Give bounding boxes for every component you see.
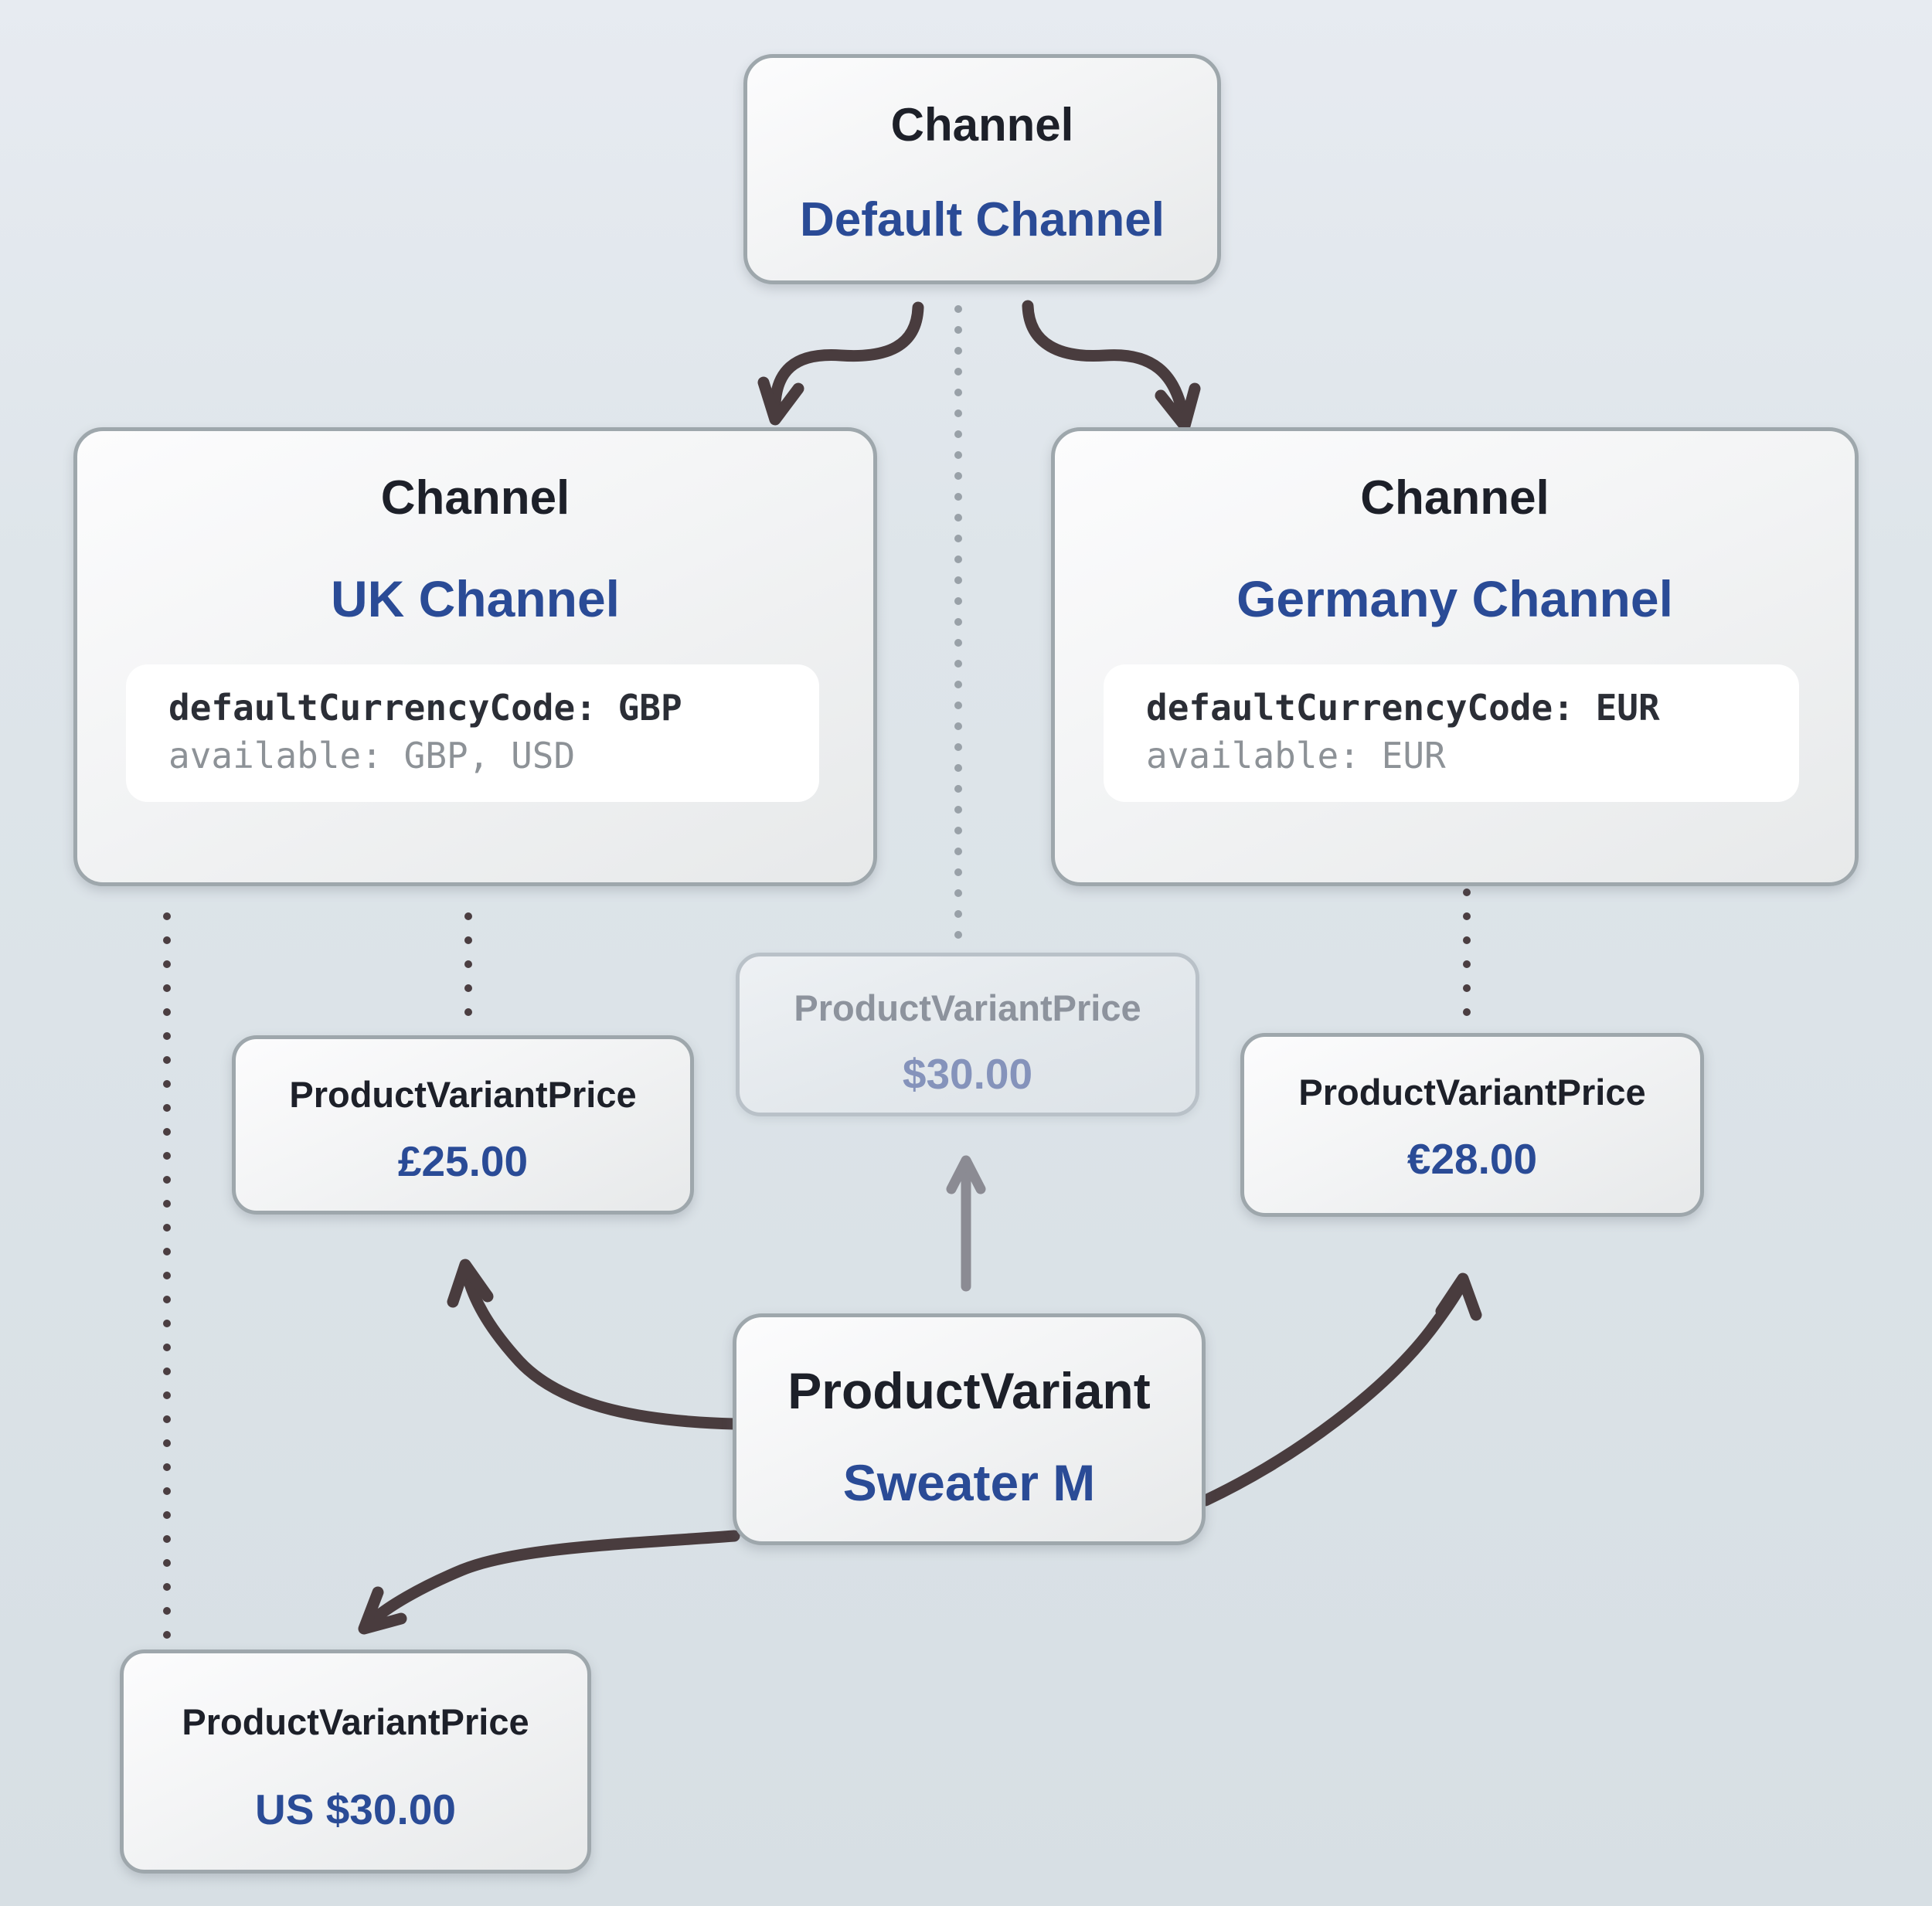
price-value: €28.00	[1406, 1135, 1538, 1183]
arrow-variant-to-us-price	[358, 1530, 740, 1635]
node-type-label: ProductVariantPrice	[182, 1701, 529, 1742]
node-name: Germany Channel	[1236, 570, 1673, 627]
arrow-variant-to-uk-price	[447, 1259, 740, 1430]
node-default-channel: Channel Default Channel	[743, 54, 1221, 284]
node-type-label: ProductVariant	[787, 1362, 1151, 1419]
node-name: UK Channel	[330, 570, 621, 627]
code-default-currency: defaultCurrencyCode: EUR	[1146, 687, 1660, 729]
node-name: Sweater M	[842, 1454, 1096, 1511]
price-value: US $30.00	[255, 1785, 456, 1833]
node-germany-product-variant-price: ProductVariantPrice €28.00	[1240, 1033, 1704, 1217]
node-type-label: ProductVariantPrice	[794, 987, 1141, 1028]
node-type-label: Channel	[380, 471, 570, 525]
currency-code-panel: defaultCurrencyCode: EUR available: EUR	[1104, 664, 1799, 802]
node-type-label: Channel	[890, 99, 1074, 151]
node-type-label: ProductVariantPrice	[1298, 1072, 1646, 1113]
arrow-default-to-uk-channel	[757, 301, 924, 426]
currency-code-panel: defaultCurrencyCode: GBP available: GBP,…	[126, 664, 819, 802]
node-type-label: Channel	[1360, 471, 1549, 525]
code-available-currencies: available: EUR	[1146, 735, 1446, 776]
node-us-product-variant-price: ProductVariantPrice US $30.00	[120, 1649, 591, 1874]
code-default-currency: defaultCurrencyCode: GBP	[168, 687, 682, 729]
node-name: Default Channel	[800, 193, 1165, 246]
arrow-default-to-germany-channel	[1022, 300, 1201, 432]
node-default-product-variant-price: ProductVariantPrice $30.00	[736, 953, 1199, 1116]
node-uk-channel: Channel UK Channel defaultCurrencyCode: …	[73, 427, 877, 886]
node-germany-channel: Channel Germany Channel defaultCurrencyC…	[1051, 427, 1859, 886]
arrow-variant-to-default-price	[946, 1155, 986, 1292]
code-available-currencies: available: GBP, USD	[168, 735, 576, 776]
price-value: £25.00	[397, 1137, 529, 1185]
node-uk-product-variant-price: ProductVariantPrice £25.00	[232, 1035, 694, 1215]
node-type-label: ProductVariantPrice	[289, 1074, 637, 1115]
price-value: $30.00	[902, 1050, 1033, 1098]
arrow-variant-to-germany-price	[1199, 1272, 1482, 1507]
node-product-variant: ProductVariant Sweater M	[733, 1313, 1206, 1545]
